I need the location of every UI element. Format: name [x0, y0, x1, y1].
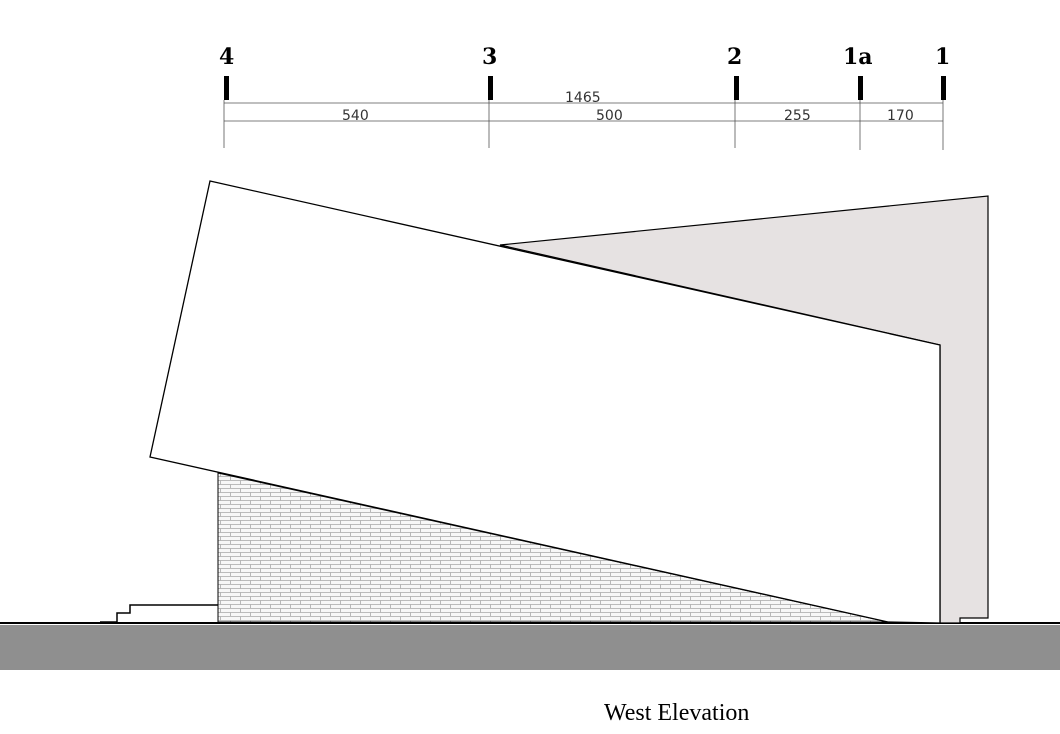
dimension-segment-500: 500	[596, 108, 623, 124]
ground-band	[0, 625, 1060, 670]
dimension-segment-540: 540	[342, 108, 369, 124]
drawing-caption: West Elevation	[604, 700, 750, 726]
dimension-segment-255: 255	[784, 108, 811, 124]
grid-marker-3	[488, 76, 493, 100]
grid-label-2: 2	[727, 44, 742, 70]
grid-marker-2	[734, 76, 739, 100]
tilted-main-volume	[149, 180, 941, 624]
grid-marker-4	[224, 76, 229, 100]
grid-label-1a: 1a	[843, 44, 873, 70]
dimension-lines	[223, 100, 944, 150]
grid-marker-1a	[858, 76, 863, 100]
grid-label-1: 1	[935, 44, 950, 70]
grid-label-3: 3	[482, 44, 497, 70]
entrance-steps	[100, 604, 218, 623]
dimension-segment-170: 170	[887, 108, 914, 124]
overall-dimension: 1465	[565, 90, 601, 106]
grid-marker-1	[941, 76, 946, 100]
grid-label-4: 4	[219, 44, 234, 70]
grid-markers	[224, 76, 946, 100]
